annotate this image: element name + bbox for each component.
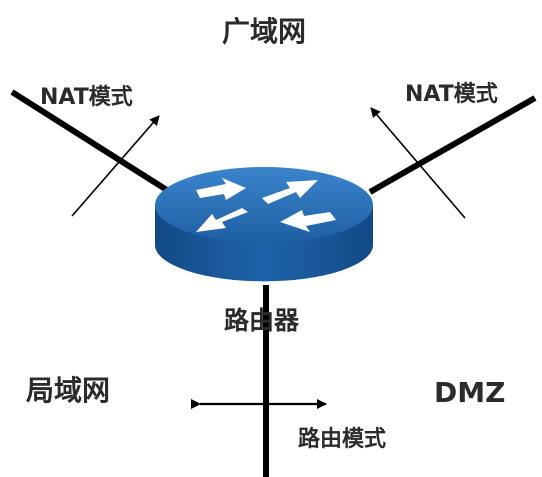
wan-link-right: [368, 95, 537, 195]
router-label: 路由器: [224, 306, 300, 335]
nat-arrow-right: [370, 107, 466, 219]
router-icon: [155, 167, 373, 282]
wan-link-left: [10, 89, 172, 195]
nat-mode-right-label: NAT模式: [405, 82, 498, 107]
nat-mode-left-label: NAT模式: [40, 85, 133, 110]
dmz-label: DMZ: [434, 376, 505, 409]
wan-label: 广域网: [222, 15, 306, 48]
lan-label: 局域网: [26, 374, 110, 407]
nat-arrow-left: [71, 115, 160, 217]
router-top: [155, 167, 373, 243]
router-arrows-icon: [196, 178, 336, 232]
routing-mode-label: 路由模式: [298, 426, 386, 452]
